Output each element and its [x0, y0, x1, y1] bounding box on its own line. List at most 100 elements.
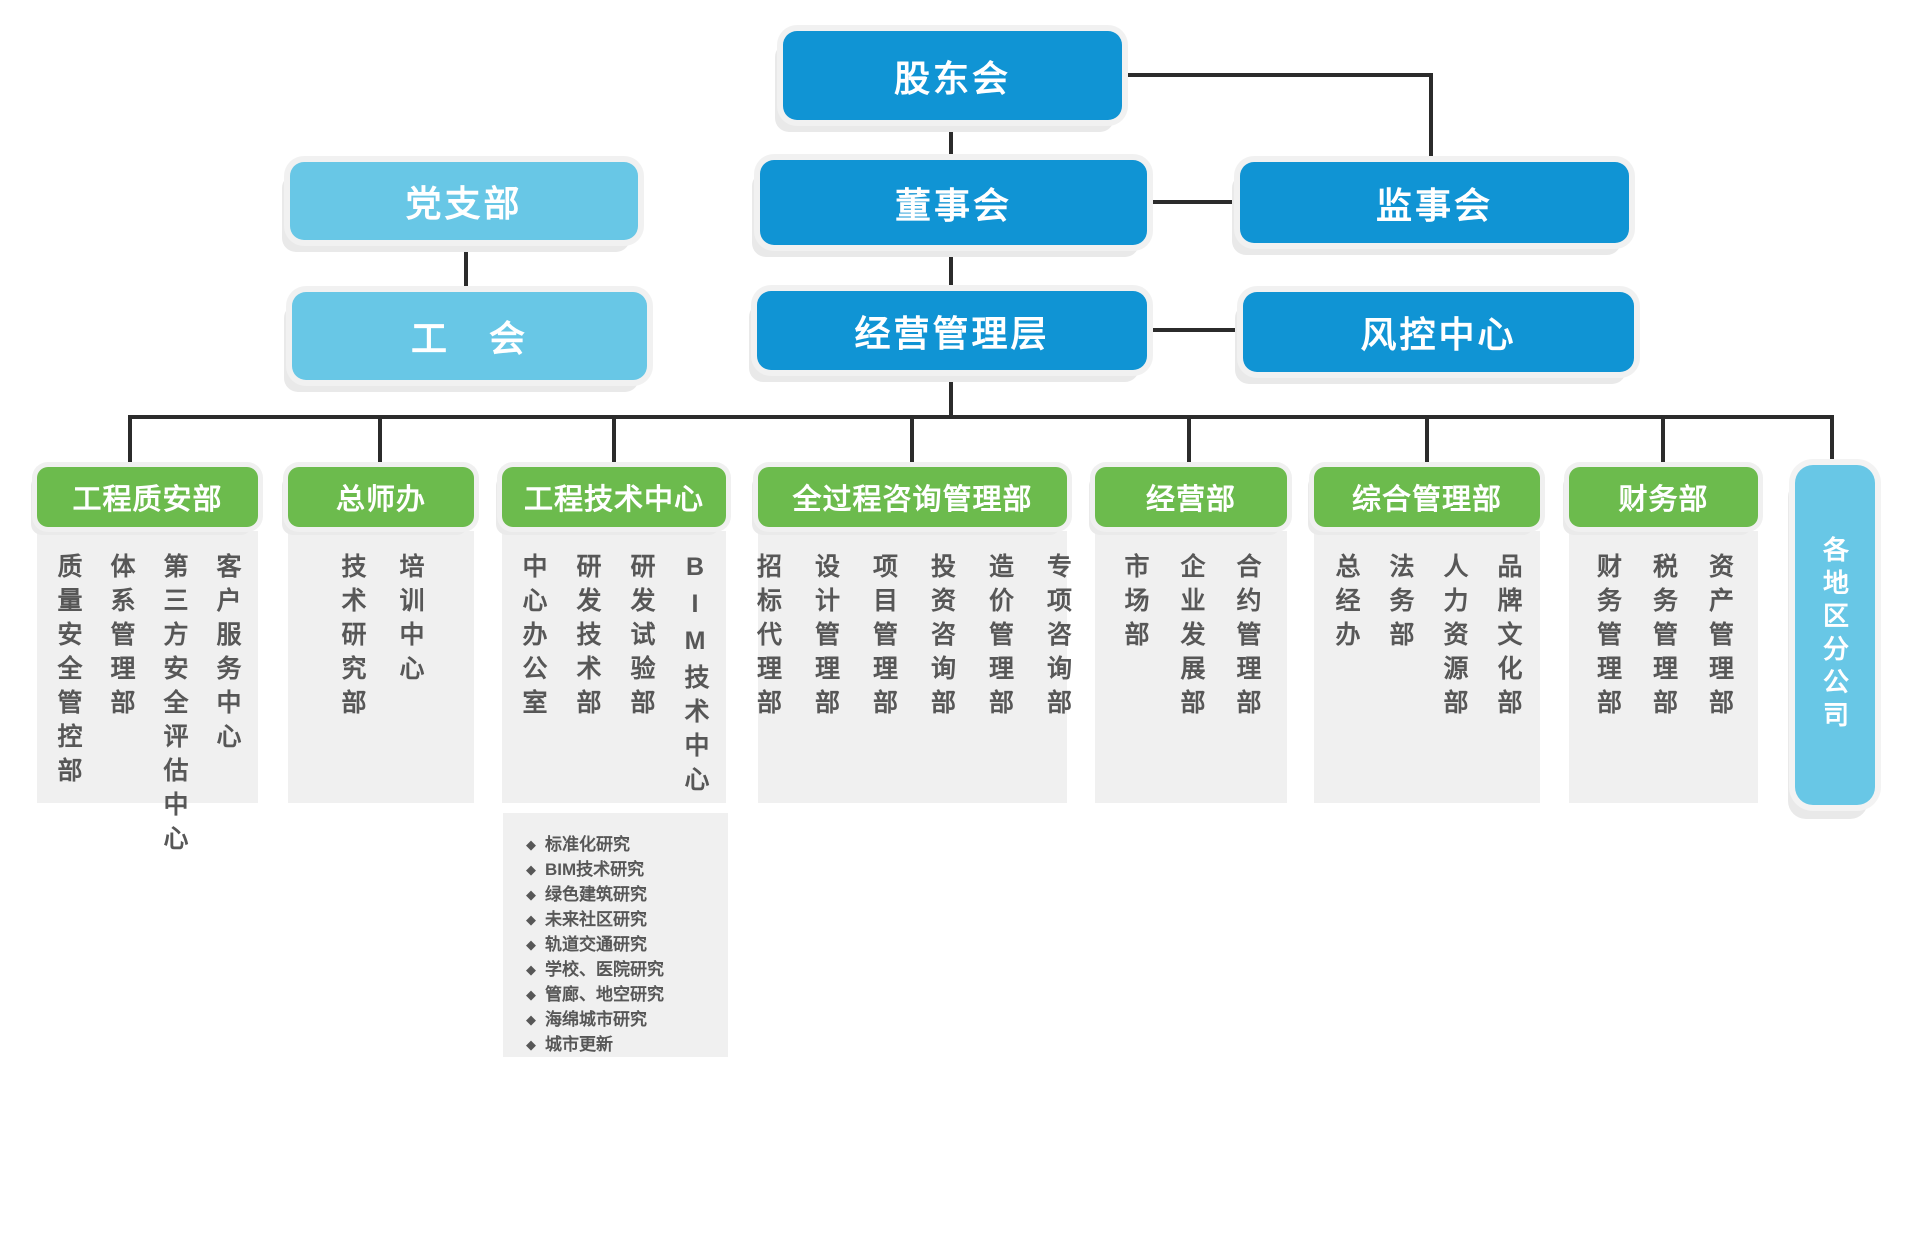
research-topic-label: 轨道交通研究 — [545, 935, 647, 954]
sub-department: 研发技术部 — [573, 553, 601, 723]
department-panel: 技术研究部 培训中心 — [288, 531, 474, 803]
node-supervisory-board-label: 监事会 — [1375, 184, 1493, 226]
sub-department: 合约管理部 — [1233, 553, 1261, 723]
connector-bus — [128, 415, 1834, 419]
node-labor-union-label: 工 会 — [410, 318, 528, 359]
research-topic-label: 管廊、地空研究 — [545, 985, 664, 1004]
connector-shareholders-board — [949, 120, 953, 162]
sub-department: 品牌文化部 — [1494, 553, 1522, 723]
department-business: 经营部 市场部 企业发展部 合约管理部 — [1095, 467, 1287, 803]
diamond-bullet-icon: ◆ — [526, 862, 536, 877]
research-topics-panel: ◆ 标准化研究 ◆ BIM技术研究 ◆ 绿色建筑研究 ◆ 未来社区研究 ◆ 轨道… — [503, 813, 728, 1057]
department-title: 工程技术中心 — [523, 484, 704, 516]
diamond-bullet-icon: ◆ — [526, 1012, 536, 1027]
node-risk-control-center-label: 风控中心 — [1360, 314, 1517, 355]
diamond-bullet-icon: ◆ — [526, 1037, 536, 1052]
research-topic-label: 海绵城市研究 — [545, 1010, 647, 1029]
node-management-team-label: 经营管理层 — [854, 312, 1050, 354]
node-supervisory-board: 监事会 — [1240, 162, 1629, 243]
connector-drop-1 — [128, 415, 132, 468]
research-topic-row: ◆ 海绵城市研究 — [526, 1007, 720, 1032]
department-panel: 市场部 企业发展部 合约管理部 — [1095, 531, 1287, 803]
sub-department: 造价管理部 — [985, 553, 1014, 723]
department-panel: 质量安全管控部 体系管理部 第三方安全评估中心 客户服务中心 — [37, 531, 258, 859]
department-panel: 总经办 法务部 人力资源部 品牌文化部 — [1314, 531, 1540, 803]
department-title: 财务部 — [1618, 484, 1709, 516]
department-header: 全过程咨询管理部 — [758, 467, 1067, 527]
research-topic-row: ◆ 学校、医院研究 — [526, 957, 720, 982]
sub-department: 财务管理部 — [1593, 553, 1622, 723]
department-panel: 招标代理部 设计管理部 项目管理部 投资咨询部 造价管理部 专项咨询部 — [754, 531, 1072, 803]
department-title: 经营部 — [1145, 484, 1236, 516]
department-title: 综合管理部 — [1351, 484, 1502, 516]
diamond-bullet-icon: ◆ — [526, 962, 536, 977]
node-shareholders-label: 股东会 — [893, 57, 1011, 99]
research-topic-label: BIM技术研究 — [545, 860, 645, 879]
connector-drop-7 — [1661, 415, 1665, 468]
research-topic-row: ◆ 轨道交通研究 — [526, 932, 720, 957]
diamond-bullet-icon: ◆ — [526, 912, 536, 927]
department-header: 工程质安部 — [37, 467, 258, 527]
connector-party-union — [464, 240, 468, 294]
research-topic-label: 学校、医院研究 — [545, 960, 664, 979]
node-party-branch: 党支部 — [290, 162, 638, 240]
department-header: 财务部 — [1569, 467, 1758, 527]
research-topic-row: ◆ 绿色建筑研究 — [526, 882, 720, 907]
sub-department: 中心办公室 — [519, 553, 547, 723]
sub-department: 项目管理部 — [869, 553, 898, 723]
sub-department: 企业发展部 — [1177, 553, 1205, 723]
research-topic-row: ◆ 城市更新 — [526, 1032, 720, 1057]
sub-department: 质量安全管控部 — [54, 553, 82, 791]
research-topic-label: 标准化研究 — [545, 835, 630, 854]
connector-drop-5 — [1187, 415, 1191, 468]
connector-management-risk — [1147, 328, 1245, 332]
research-topic-label: 城市更新 — [545, 1035, 613, 1054]
sub-department: 总经办 — [1332, 553, 1360, 655]
connector-drop-6 — [1425, 415, 1429, 468]
node-board-label: 董事会 — [894, 184, 1012, 226]
research-topic-row: ◆ 未来社区研究 — [526, 907, 720, 932]
department-header: 经营部 — [1095, 467, 1287, 527]
node-board: 董事会 — [760, 160, 1147, 245]
node-labor-union: 工 会 — [292, 292, 647, 380]
sub-department: 第三方安全评估中心 — [160, 553, 188, 859]
sub-department: 专项咨询部 — [1043, 553, 1072, 723]
node-management-team: 经营管理层 — [757, 291, 1147, 370]
sub-department: 体系管理部 — [107, 553, 135, 723]
node-risk-control-center: 风控中心 — [1243, 292, 1634, 372]
sub-department: 研发试验部 — [627, 553, 655, 723]
department-panel: 财务管理部 税务管理部 资产管理部 — [1569, 531, 1758, 803]
diamond-bullet-icon: ◆ — [526, 887, 536, 902]
node-regional-branches: 各地区分公司 — [1795, 465, 1875, 805]
node-shareholders: 股东会 — [783, 31, 1122, 120]
diamond-bullet-icon: ◆ — [526, 837, 536, 852]
sub-department: 投资咨询部 — [927, 553, 956, 723]
department-panel: 中心办公室 研发技术部 研发试验部 BIM技术中心 — [502, 531, 726, 803]
department-engineering-quality-safety: 工程质安部 质量安全管控部 体系管理部 第三方安全评估中心 客户服务中心 — [37, 467, 258, 859]
research-topic-label: 未来社区研究 — [545, 910, 647, 929]
sub-department: 培训中心 — [396, 553, 424, 689]
department-header: 综合管理部 — [1314, 467, 1540, 527]
department-comprehensive-management: 综合管理部 总经办 法务部 人力资源部 品牌文化部 — [1314, 467, 1540, 803]
connector-drop-4 — [910, 415, 914, 468]
research-topic-row: ◆ 标准化研究 — [526, 832, 720, 857]
sub-department: BIM技术中心 — [681, 553, 709, 800]
department-title: 总师办 — [335, 484, 426, 516]
research-topic-row: ◆ 管廊、地空研究 — [526, 982, 720, 1007]
sub-department: 资产管理部 — [1705, 553, 1734, 723]
department-finance: 财务部 财务管理部 税务管理部 资产管理部 — [1569, 467, 1758, 803]
department-whole-process-consulting: 全过程咨询管理部 招标代理部 设计管理部 项目管理部 投资咨询部 造价管理部 专… — [754, 467, 1072, 803]
sub-department: 设计管理部 — [811, 553, 840, 723]
sub-department: 客户服务中心 — [213, 553, 241, 757]
sub-department: 市场部 — [1121, 553, 1149, 655]
connector-drop-3 — [612, 415, 616, 468]
connector-management-bus — [949, 370, 953, 418]
department-title: 全过程咨询管理部 — [792, 484, 1033, 516]
connector-drop-2 — [378, 415, 382, 468]
department-header: 总师办 — [288, 467, 474, 527]
sub-department: 人力资源部 — [1440, 553, 1468, 723]
department-header: 工程技术中心 — [502, 467, 726, 527]
node-party-branch-label: 党支部 — [405, 183, 523, 224]
connector-shareholders-supervisory-v — [1429, 73, 1433, 164]
